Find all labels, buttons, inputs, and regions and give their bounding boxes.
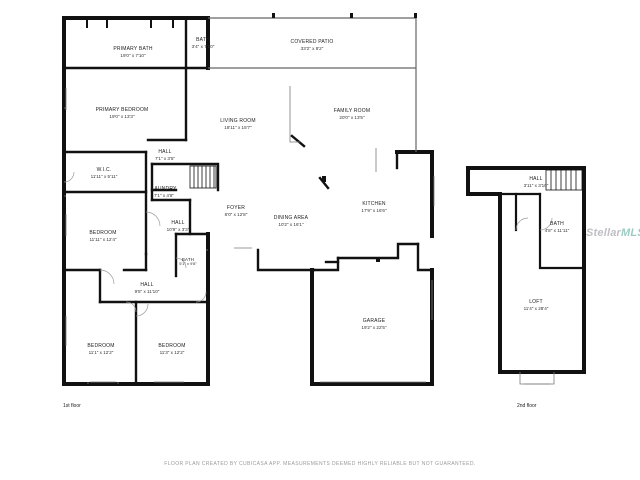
room-name: BATH (550, 221, 564, 227)
room-bath-small: BATH 5'1" x 9'8" (179, 257, 197, 267)
room-bath-top: BATH 3'4" x 7'10" (191, 37, 215, 49)
door-swings (63, 171, 207, 317)
wall-posts (86, 13, 417, 262)
room-family-room: FAMILY ROOM 20'0" x 13'5" (333, 108, 371, 120)
room-name: LIVING ROOM (220, 118, 256, 124)
room-dimension: 19'0" x 13'3" (109, 113, 135, 119)
second-floor-interior (498, 192, 586, 270)
room-name: GARAGE (362, 318, 386, 324)
room-dining-area: DINING AREA 10'2" x 16'1" (273, 215, 309, 227)
room-name: HALL (158, 149, 172, 155)
room-name: BEDROOM (87, 343, 115, 349)
room-covered-patio: COVERED PATIO 33'2" x 8'2" (290, 39, 334, 51)
first-floor-interior-walls (62, 16, 434, 386)
floor-label-second: 2nd floor (517, 403, 537, 409)
room-hall-loft: HALL 3'11" x 3'10" (523, 176, 549, 188)
room-dimension: 11'11" x 5'11" (90, 173, 118, 179)
room-dimension: 17'9" x 16'6" (361, 207, 387, 213)
room-dimension: 10'9" x 3'3" (166, 226, 190, 232)
room-bedroom-bottom-right: BEDROOM 11'3" x 12'2" (158, 343, 186, 355)
room-bedroom-bottom-left: BEDROOM 11'1" x 12'2" (87, 343, 115, 355)
room-name: DINING AREA (273, 215, 309, 221)
room-bedroom-left: BEDROOM 11'11" x 12'4" (89, 230, 117, 242)
room-name: BEDROOM (158, 343, 186, 349)
room-hall-3: HALL 9'5" x 11'10" (134, 282, 160, 294)
room-name: LAUNDRY (151, 186, 177, 192)
room-dimension: 11'3" x 12'2" (159, 349, 185, 355)
floor-label-first: 1st floor (63, 403, 81, 409)
room-name: BATH (196, 37, 210, 43)
room-name: KITCHEN (362, 201, 386, 207)
room-hall-1: HALL 7'1" x 3'5" (154, 149, 176, 161)
room-dimension: 5'1" x 9'8" (179, 261, 197, 267)
room-name: PRIMARY BEDROOM (95, 107, 149, 113)
room-name: FAMILY ROOM (333, 108, 371, 114)
room-wic: W.I.C. 11'11" x 5'11" (90, 167, 118, 179)
room-name: LOFT (529, 299, 543, 305)
room-name: HALL (140, 282, 154, 288)
room-loft: LOFT 11'4" x 28'4" (523, 299, 549, 311)
room-dimension: 11'1" x 12'2" (88, 349, 114, 355)
room-laundry: LAUNDRY 7'1" x 4'8" (151, 186, 177, 198)
watermark-part2: MLS (621, 227, 640, 239)
room-foyer: FOYER 8'0" x 12'8" (224, 205, 248, 217)
second-floor-walls (466, 166, 586, 374)
room-dimension: 19'2" x 22'5" (361, 324, 387, 330)
room-name: W.I.C. (96, 167, 112, 173)
room-kitchen: KITCHEN 17'9" x 16'6" (361, 201, 387, 213)
room-name: HALL (171, 220, 185, 226)
room-dimension: 11'4" x 28'4" (523, 305, 549, 311)
watermark-part1: Stellar (586, 227, 622, 239)
room-garage: GARAGE 19'2" x 22'5" (361, 318, 387, 330)
room-dimension: 20'0" x 13'5" (339, 114, 365, 120)
room-dimension: 11'11" x 12'4" (89, 236, 117, 242)
room-name: BEDROOM (89, 230, 117, 236)
room-name: PRIMARY BATH (113, 46, 153, 52)
room-dimension: 33'2" x 8'2" (300, 45, 324, 51)
room-dimension: 9'5" x 11'10" (134, 288, 160, 294)
room-hall-2: HALL 10'9" x 3'3" (166, 220, 190, 232)
room-dimension: 10'2" x 16'1" (278, 221, 304, 227)
second-floor-windows (519, 372, 555, 385)
room-dimension: 7'1" x 4'8" (153, 192, 175, 198)
room-name: FOYER (226, 205, 246, 211)
room-dimension: 7'1" x 3'5" (154, 155, 176, 161)
room-primary-bath: PRIMARY BATH 19'0" x 7'10" (113, 46, 153, 58)
stairs-first-floor (189, 165, 217, 189)
room-dimension: 4'8" x 11'11" (544, 227, 570, 233)
room-name: HALL (529, 176, 543, 182)
room-dimension: 3'11" x 3'10" (523, 182, 549, 188)
room-name: BATH (181, 257, 195, 262)
second-floor-door-swing (515, 217, 553, 231)
windows (64, 86, 435, 384)
room-living-room: LIVING ROOM 18'11" x 15'7" (220, 118, 256, 130)
room-dimension: 19'0" x 7'10" (120, 52, 146, 58)
stairs-second-floor (545, 169, 583, 191)
room-dimension: 3'4" x 7'10" (191, 43, 215, 49)
room-dimension: 18'11" x 15'7" (224, 124, 252, 130)
room-dimension: 8'0" x 12'8" (224, 211, 248, 217)
footer-disclaimer: FLOOR PLAN CREATED BY CUBICASA APP. MEAS… (164, 461, 476, 467)
watermark-logo: StellarMLS (586, 227, 640, 239)
room-bath-loft: BATH 4'8" x 11'11" (544, 221, 570, 233)
room-primary-bedroom: PRIMARY BEDROOM 19'0" x 13'3" (95, 107, 149, 119)
room-name: COVERED PATIO (290, 39, 334, 45)
